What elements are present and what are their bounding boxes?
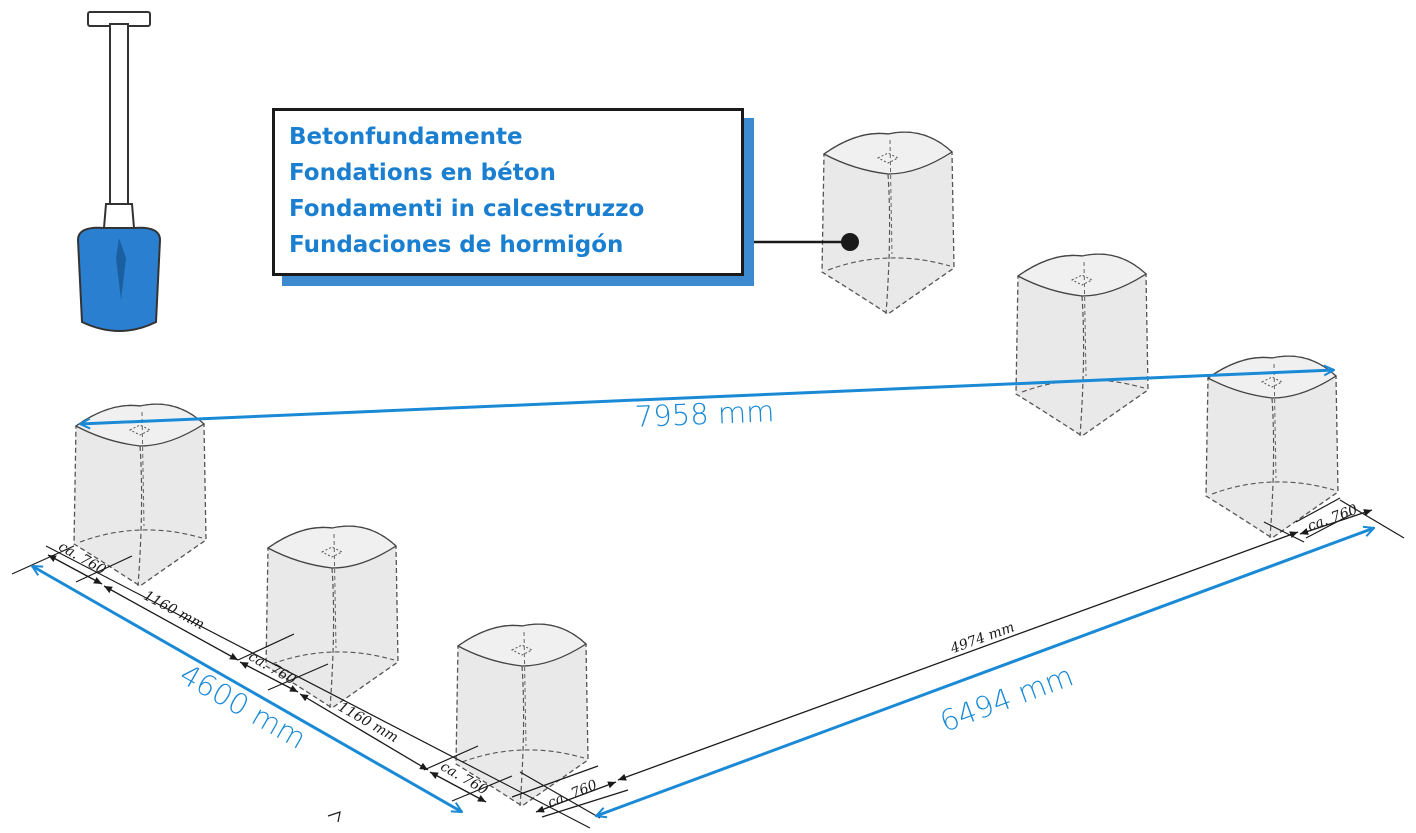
right-side-dimension-line bbox=[596, 528, 1374, 816]
leader-dot bbox=[841, 233, 859, 251]
legend-line-italian: Fondamenti in calcestruzzo bbox=[289, 196, 645, 222]
legend-box: Betonfundamente Fondations en béton Fond… bbox=[272, 108, 744, 276]
small-dimension-lines bbox=[47, 509, 1373, 813]
concrete-block bbox=[1015, 253, 1149, 437]
right-side-dimension-label: 6494 mm bbox=[935, 658, 1078, 738]
legend-line-german: Betonfundamente bbox=[289, 124, 523, 150]
concrete-block bbox=[455, 623, 589, 807]
concrete-block bbox=[821, 131, 955, 315]
concrete-block bbox=[1205, 355, 1339, 539]
diagonal-dimension-line bbox=[80, 370, 1334, 424]
gap-label-2: 1160 mm bbox=[335, 699, 401, 746]
legend-line-spanish: Fundaciones de hormigón bbox=[289, 232, 624, 258]
gap-label-1: 1160 mm bbox=[141, 588, 207, 633]
legend-line-french: Fondations en béton bbox=[289, 160, 556, 186]
diagonal-dimension-label: 7958 mm bbox=[634, 394, 775, 434]
ground-lines bbox=[11, 497, 1405, 829]
shovel-icon bbox=[76, 11, 162, 332]
